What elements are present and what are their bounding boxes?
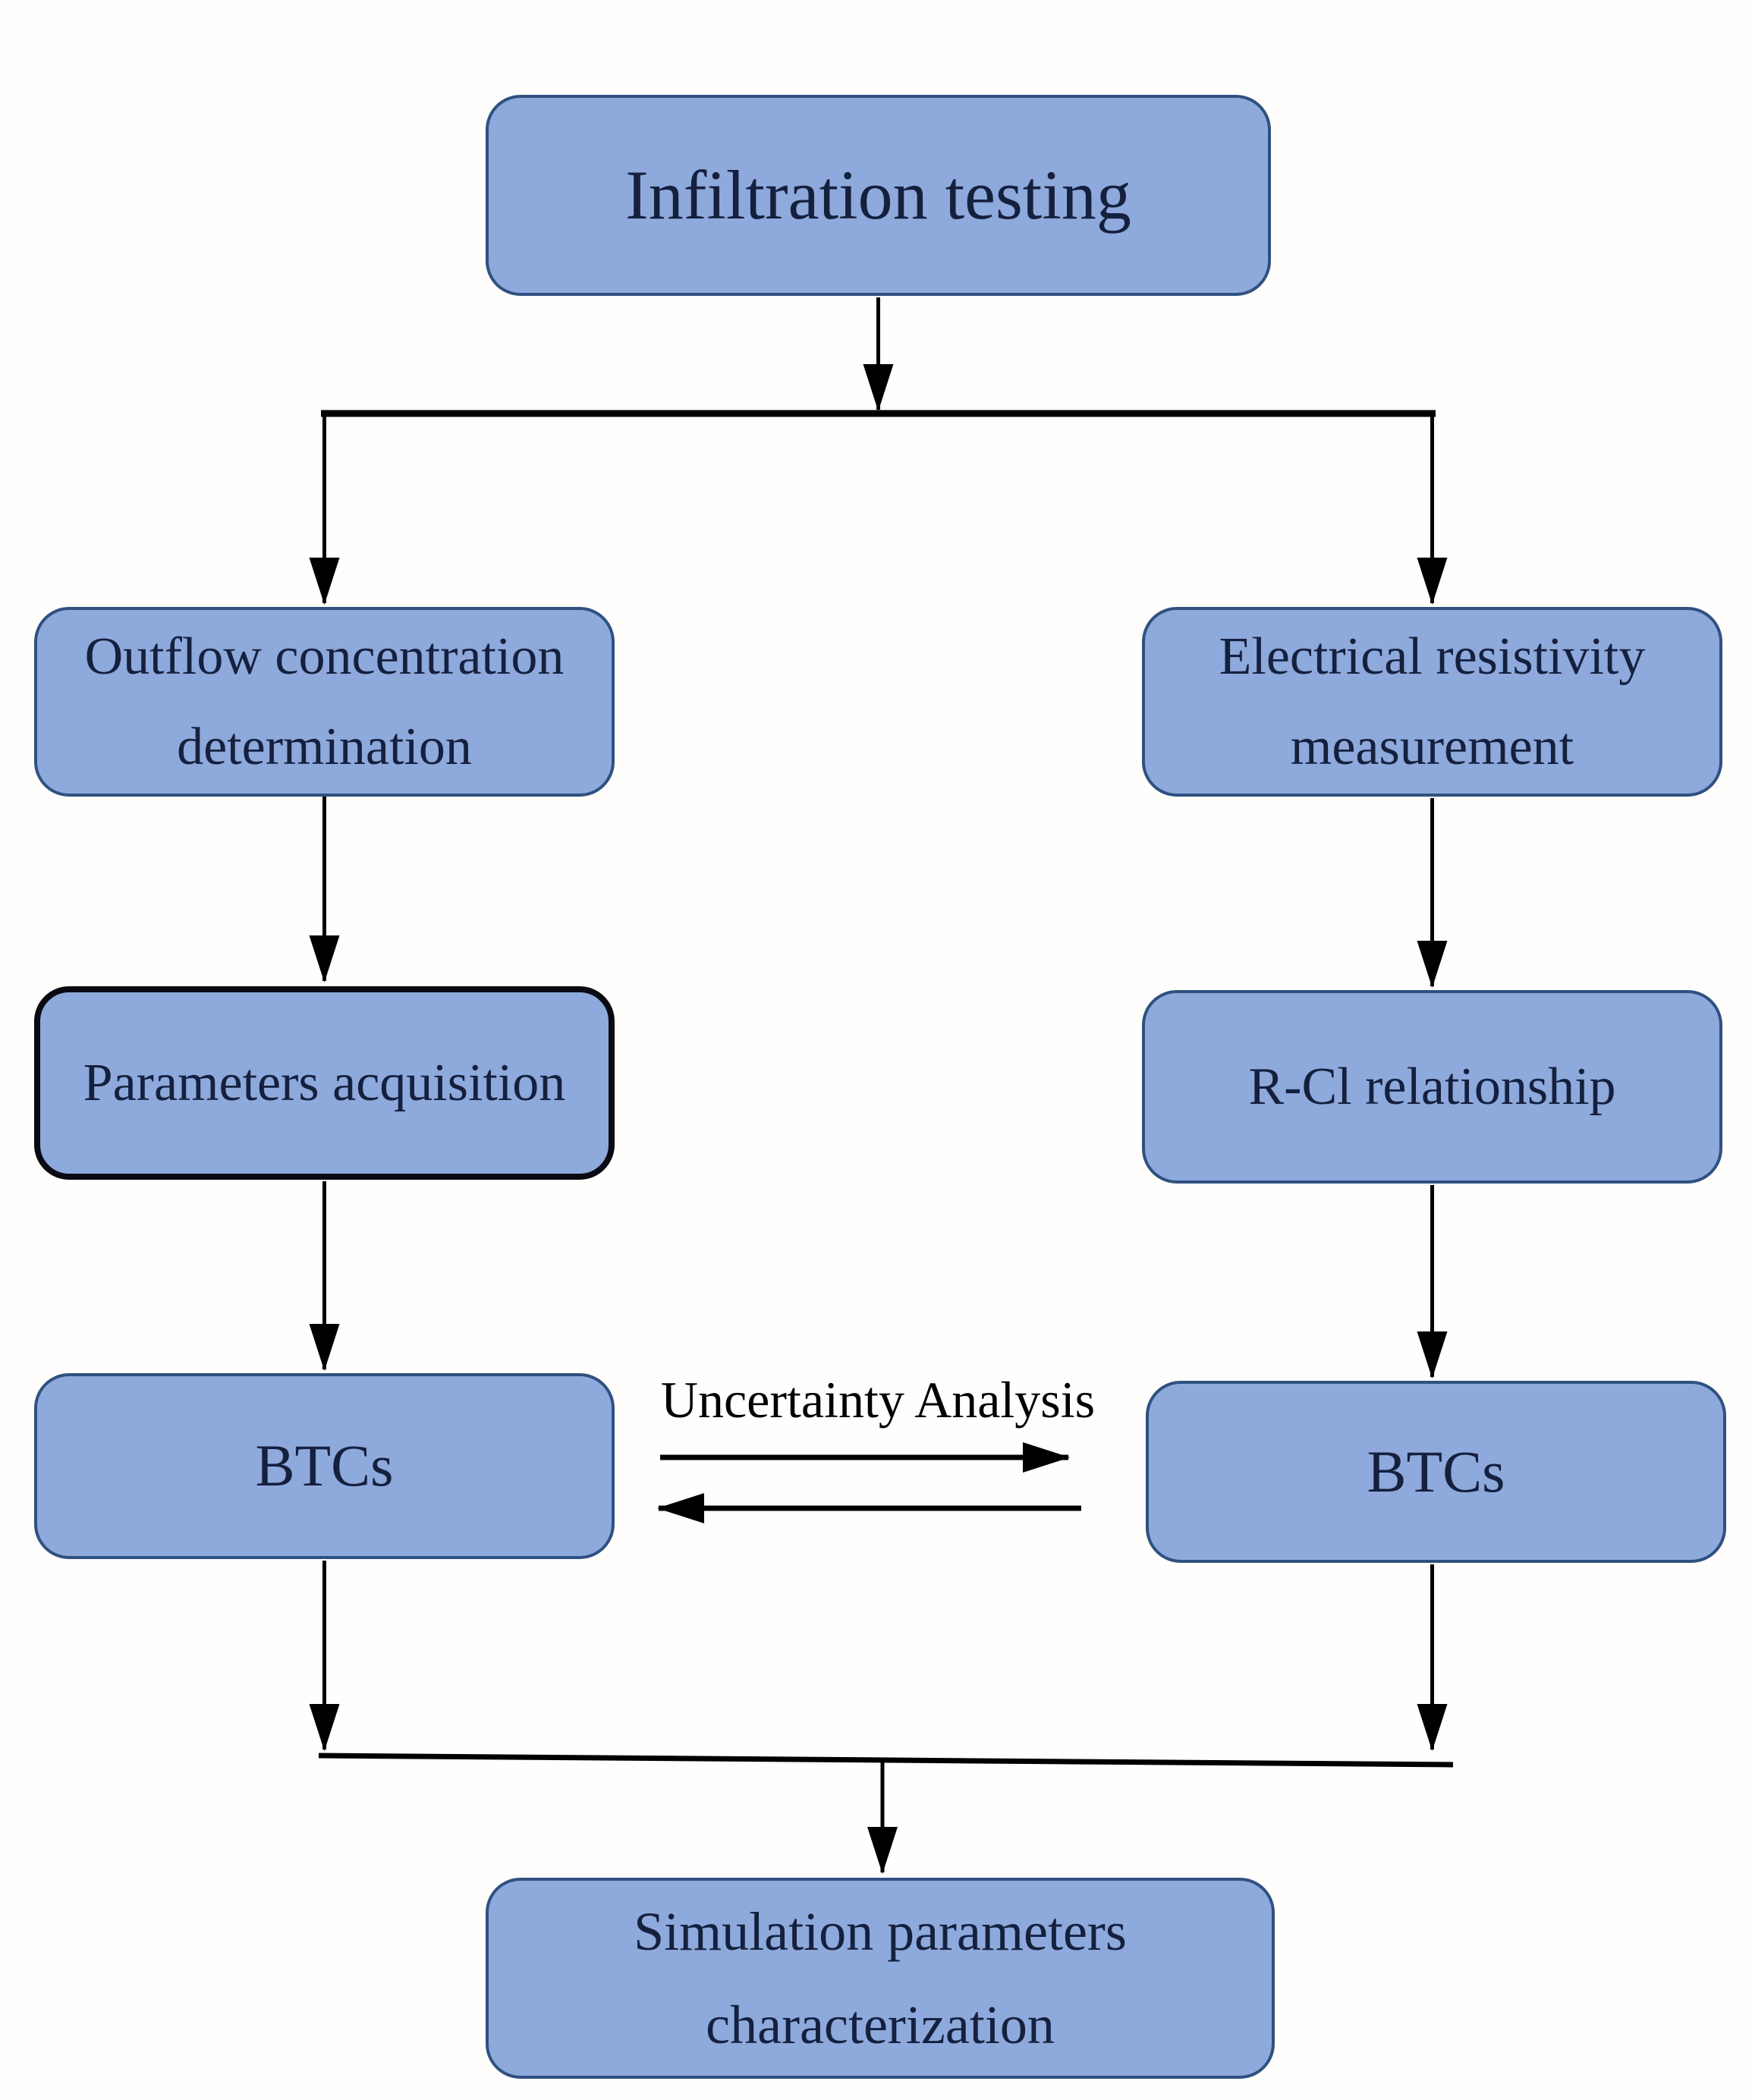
node-parameters-label: Parameters acquisition	[83, 1054, 566, 1112]
node-rcl-relationship: R-Cl relationship	[1142, 990, 1722, 1184]
node-infiltration-testing-label: Infiltration testing	[625, 156, 1131, 234]
node-electrical-label: Electrical resistivity measurement	[1219, 627, 1646, 776]
node-infiltration-testing: Infiltration testing	[486, 95, 1271, 296]
merge-line	[318, 1753, 1454, 1768]
node-btcs-right: BTCs	[1146, 1381, 1726, 1563]
node-parameters-acquisition: Parameters acquisition	[34, 986, 615, 1180]
node-btcs-left: BTCs	[34, 1373, 615, 1559]
node-electrical-resistivity-measurement: Electrical resistivity measurement	[1142, 607, 1722, 797]
node-simulation-parameters-characterization: Simulation parameters characterization	[486, 1878, 1275, 2079]
node-btcs-right-label: BTCs	[1367, 1438, 1505, 1504]
node-simulation-label: Simulation parameters characterization	[634, 1901, 1127, 2055]
node-btcs-left-label: BTCs	[255, 1432, 394, 1499]
uncertainty-analysis-label: Uncertainty Analysis	[660, 1371, 1096, 1429]
node-rcl-label: R-Cl relationship	[1248, 1058, 1616, 1116]
node-outflow-concentration-determination: Outflow concentration determination	[34, 607, 615, 797]
node-outflow-label: Outflow concentration determination	[84, 627, 565, 776]
